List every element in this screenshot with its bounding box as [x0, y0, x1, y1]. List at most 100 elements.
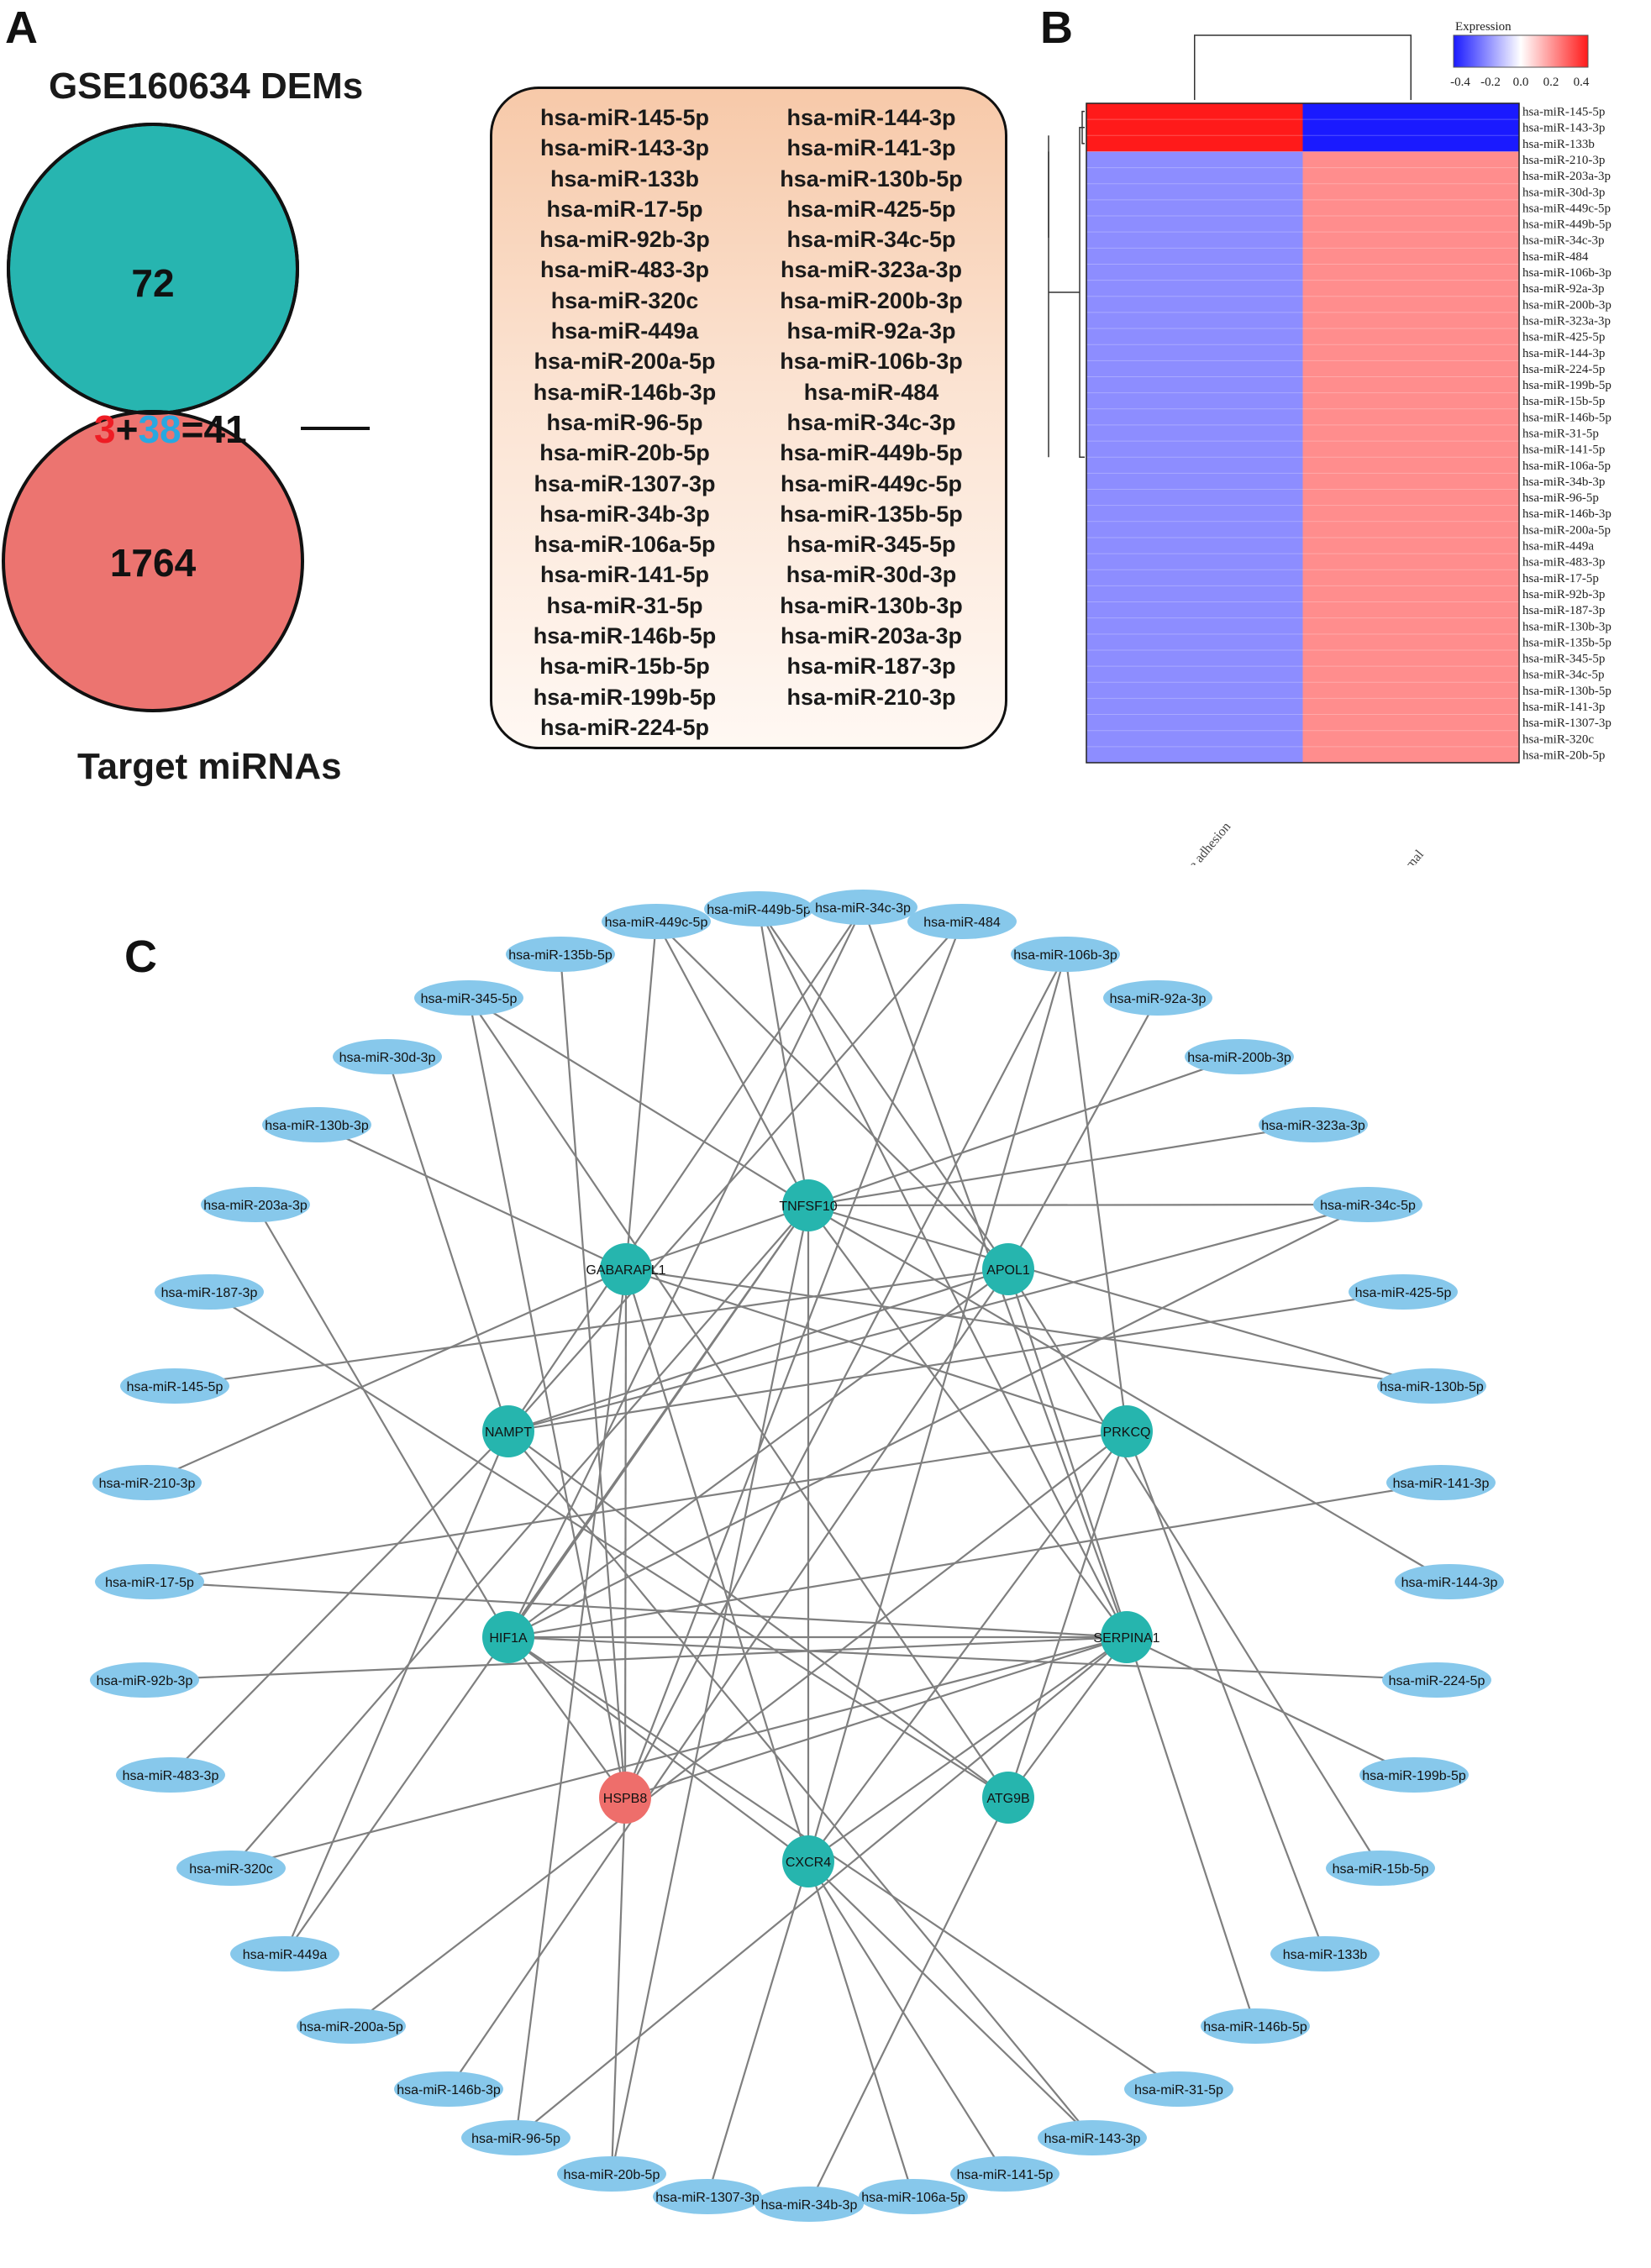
mirna-node-shape: [92, 1465, 202, 1500]
mirna-list-item: hsa-miR-1307-3p: [534, 470, 716, 496]
mirna-node[interactable]: hsa-miR-345-5p: [414, 980, 523, 1016]
heatmap-row-label: hsa-miR-34c-5p: [1522, 669, 1604, 682]
row-dendrogram: [1079, 110, 1085, 458]
mirna-node[interactable]: hsa-miR-106a-5p: [859, 2179, 968, 2214]
mirna-node[interactable]: hsa-miR-323a-3p: [1259, 1107, 1368, 1142]
mirna-node[interactable]: hsa-miR-187-3p: [155, 1274, 264, 1310]
mirna-node[interactable]: hsa-miR-141-3p: [1386, 1465, 1496, 1500]
gene-node[interactable]: ATG9B: [982, 1772, 1034, 1824]
network-edge: [144, 1635, 1128, 1682]
mirna-list-item: hsa-miR-130b-5p: [780, 165, 963, 192]
mirna-node-label: hsa-miR-31-5p: [1134, 2083, 1223, 2097]
mirna-node[interactable]: hsa-miR-210-3p: [92, 1465, 202, 1500]
heatmap-cell: [1086, 248, 1303, 265]
heatmap-row-label: hsa-miR-20b-5p: [1522, 748, 1605, 762]
mirna-list-item: hsa-miR-15b-5p: [539, 654, 710, 680]
mirna-node[interactable]: hsa-miR-449b-5p: [704, 891, 813, 927]
venn-count-dems: 72: [131, 261, 175, 305]
gene-node[interactable]: CXCR4: [782, 1835, 834, 1887]
mirna-node[interactable]: hsa-miR-135b-5p: [506, 937, 615, 972]
mirna-node-shape: [1395, 1564, 1504, 1599]
gene-node-shape: [482, 1611, 534, 1663]
network-edge: [170, 1431, 509, 1776]
venn-count-targets: 1764: [109, 541, 197, 585]
heatmap-row-label: hsa-miR-34c-3p: [1522, 234, 1604, 248]
network-edge: [448, 1268, 1009, 2090]
heatmap-cell: [1086, 280, 1303, 297]
mirna-node[interactable]: hsa-miR-144-3p: [1395, 1564, 1504, 1599]
mirna-node[interactable]: hsa-miR-20b-5p: [557, 2156, 666, 2192]
heatmap-cell: [1302, 280, 1520, 297]
mirna-node[interactable]: hsa-miR-34c-3p: [808, 890, 918, 925]
gene-node-shape: [482, 1405, 534, 1457]
mirna-node-shape: [1349, 1274, 1458, 1310]
gene-node[interactable]: SERPINA1: [1093, 1611, 1160, 1663]
mirna-node[interactable]: hsa-miR-1307-3p: [653, 2179, 762, 2214]
gene-node[interactable]: HIF1A: [482, 1611, 534, 1663]
heatmap-row-label: hsa-miR-146b-5p: [1522, 411, 1612, 424]
mirna-node[interactable]: hsa-miR-200b-3p: [1185, 1039, 1294, 1074]
mirna-node[interactable]: hsa-miR-145-5p: [120, 1368, 229, 1404]
mirna-node[interactable]: hsa-miR-200a-5p: [297, 2008, 406, 2044]
mirna-node[interactable]: hsa-miR-425-5p: [1349, 1274, 1458, 1310]
mirna-node-label: hsa-miR-34b-3p: [761, 2198, 858, 2213]
mirna-node[interactable]: hsa-miR-484: [907, 904, 1017, 939]
mirna-node[interactable]: hsa-miR-34b-3p: [755, 2187, 864, 2222]
mirna-node-shape: [1038, 2120, 1147, 2155]
mirna-node[interactable]: hsa-miR-199b-5p: [1359, 1757, 1469, 1793]
mirna-node[interactable]: hsa-miR-30d-3p: [333, 1039, 442, 1074]
gene-node[interactable]: TNFSF10: [779, 1179, 838, 1231]
heatmap-cell: [1086, 746, 1303, 764]
mirna-node[interactable]: hsa-miR-34c-5p: [1313, 1187, 1422, 1222]
gene-node[interactable]: PRKCQ: [1101, 1405, 1153, 1457]
mirna-node-shape: [1103, 980, 1212, 1016]
mirna-node[interactable]: hsa-miR-146b-5p: [1201, 2008, 1310, 2044]
mirna-node[interactable]: hsa-miR-130b-5p: [1377, 1368, 1486, 1404]
mirna-node-label: hsa-miR-141-3p: [1393, 1477, 1490, 1491]
mirna-list-item: hsa-miR-320c: [550, 287, 699, 313]
mirna-node[interactable]: hsa-miR-203a-3p: [201, 1187, 310, 1222]
mirna-list-item: hsa-miR-133b: [549, 165, 700, 192]
heatmap-row-label: hsa-miR-345-5p: [1522, 653, 1605, 666]
heatmap-row-label: hsa-miR-15b-5p: [1522, 395, 1605, 408]
mirna-node[interactable]: hsa-miR-133b: [1270, 1936, 1380, 1971]
mirna-node-label: hsa-miR-345-5p: [421, 992, 518, 1006]
network-edge: [758, 908, 1009, 1270]
mirna-node[interactable]: hsa-miR-130b-3p: [262, 1107, 371, 1142]
overlap-total: =41: [181, 407, 247, 451]
gene-node[interactable]: HSPB8: [599, 1772, 651, 1824]
mirna-node[interactable]: hsa-miR-146b-3p: [394, 2071, 503, 2107]
heatmap-cell: [1302, 714, 1520, 732]
gene-node[interactable]: GABARAPL1: [586, 1243, 666, 1295]
network-edge: [625, 1055, 1240, 1271]
mirna-node[interactable]: hsa-miR-92b-3p: [90, 1662, 199, 1698]
mirna-node[interactable]: hsa-miR-31-5p: [1124, 2071, 1233, 2107]
mirna-node[interactable]: hsa-miR-15b-5p: [1326, 1851, 1435, 1886]
mirna-node[interactable]: hsa-miR-483-3p: [116, 1757, 225, 1793]
gene-node[interactable]: APOL1: [982, 1243, 1034, 1295]
heatmap-row-label: hsa-miR-106b-3p: [1522, 266, 1612, 280]
mirna-node[interactable]: hsa-miR-320c: [176, 1851, 286, 1886]
mirna-node-shape: [95, 1564, 204, 1599]
heatmap-cell: [1302, 585, 1520, 603]
mirna-node[interactable]: hsa-miR-96-5p: [461, 2120, 570, 2155]
heatmap-cell: [1302, 730, 1520, 748]
network-edges: [144, 906, 1450, 2205]
gene-node[interactable]: NAMPT: [482, 1405, 534, 1457]
heatmap-row-label: hsa-miR-484: [1522, 250, 1589, 264]
mirna-node[interactable]: hsa-miR-143-3p: [1038, 2120, 1147, 2155]
network-edge: [807, 1205, 1450, 1583]
mirna-node[interactable]: hsa-miR-449a: [230, 1936, 339, 1971]
mirna-node-label: hsa-miR-92a-3p: [1110, 992, 1207, 1006]
heatmap-row-label: hsa-miR-92b-3p: [1522, 588, 1605, 601]
mirna-node[interactable]: hsa-miR-141-5p: [950, 2156, 1059, 2192]
mirna-node[interactable]: hsa-miR-106b-3p: [1011, 937, 1120, 972]
mirna-node[interactable]: hsa-miR-92a-3p: [1103, 980, 1212, 1016]
mirna-node[interactable]: hsa-miR-449c-5p: [602, 904, 711, 939]
network-edge: [1064, 953, 1128, 1432]
mirna-node-label: hsa-miR-320c: [189, 1862, 273, 1877]
network-edge: [807, 1636, 1128, 1862]
network-edge: [655, 921, 809, 1206]
mirna-node[interactable]: hsa-miR-17-5p: [95, 1564, 204, 1599]
mirna-node[interactable]: hsa-miR-224-5p: [1382, 1662, 1491, 1698]
